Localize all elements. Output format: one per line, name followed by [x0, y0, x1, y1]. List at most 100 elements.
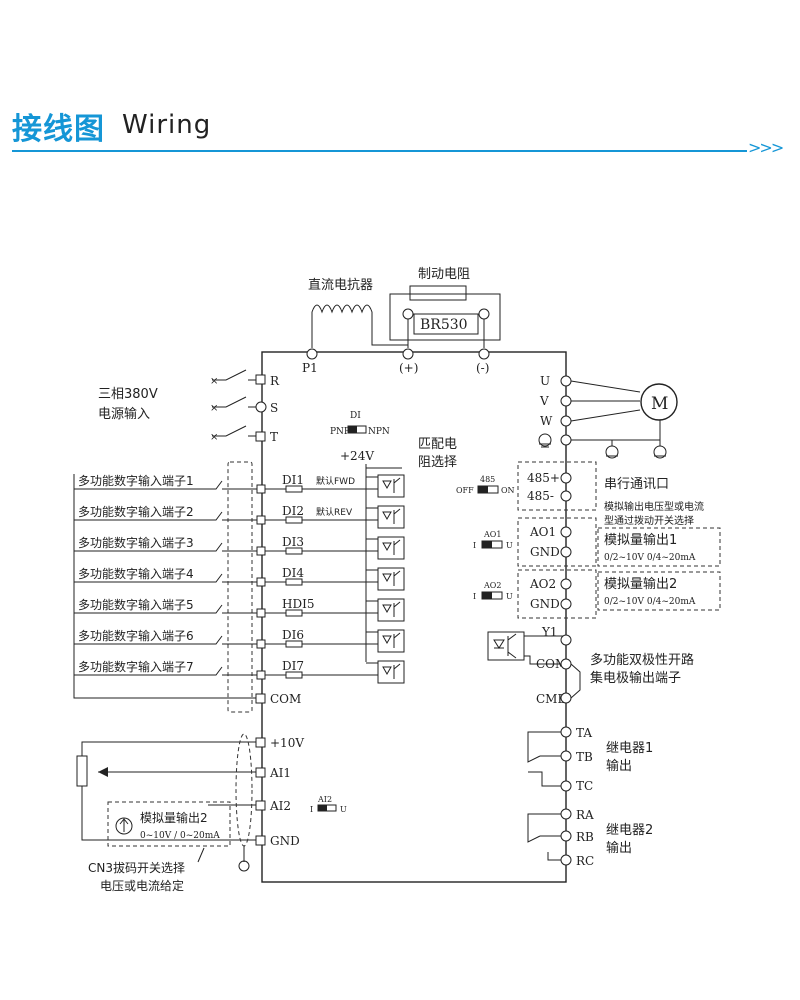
ao1-box	[517, 517, 597, 567]
label-p1: P1	[302, 361, 318, 375]
dc-reactor-coil	[311, 304, 409, 348]
input-optocoupler-icon	[377, 505, 405, 529]
terminal-w	[560, 415, 572, 427]
y1-leads	[524, 635, 566, 665]
terminal-b2-top	[478, 308, 490, 320]
terminal-485p	[560, 472, 572, 484]
input-switch-wire	[74, 542, 223, 552]
label-485p: 485+	[527, 471, 560, 485]
input-label: 多功能数字输入端子2	[78, 504, 194, 519]
relay2-contacts	[527, 813, 566, 861]
npn-label: NPN	[368, 427, 390, 437]
terminal-input	[256, 639, 266, 649]
label-plus: (+)	[399, 361, 418, 375]
motor-leads	[570, 380, 661, 441]
label-ta: TA	[576, 726, 592, 740]
terminal-input	[256, 608, 266, 618]
di-switch-label: DI	[350, 411, 361, 421]
terminal-s	[255, 401, 267, 413]
potentiometer-icon	[76, 755, 88, 787]
label-485m: 485-	[527, 489, 554, 503]
ao2-switch-label: AO2	[483, 581, 501, 590]
shield-ground-icon	[238, 860, 250, 872]
input-default-note: 默认FWD	[316, 475, 355, 487]
input-label: 多功能数字输入端子1	[78, 473, 194, 488]
label-r: R	[270, 374, 280, 388]
terminal-gnd1	[560, 546, 572, 558]
terminal-10v	[255, 737, 266, 748]
x-mark-s: ×	[210, 403, 218, 414]
terminal-cme	[560, 692, 572, 704]
terminal-v	[560, 395, 572, 407]
motor-label: M	[651, 394, 668, 414]
label-s: S	[270, 401, 278, 415]
label-com-left: COM	[270, 692, 301, 706]
common-return	[73, 474, 258, 699]
cn3-pointer	[197, 847, 205, 863]
input-terminal-label: DI2	[282, 504, 304, 518]
input-label: 多功能数字输入端子5	[78, 597, 194, 612]
ao1-title-box	[597, 527, 721, 567]
relay2-label-2: 输出	[606, 840, 632, 856]
cn3-label-1: CN3拔码开关选择	[88, 860, 185, 875]
analog-shield	[235, 733, 253, 847]
s485-label: 485	[480, 475, 495, 484]
terminal-tc	[560, 780, 572, 792]
terminal-com-right	[560, 658, 572, 670]
terminal-gnd-left	[255, 835, 266, 846]
com-cme-jumper	[570, 663, 581, 699]
brake-model-box	[413, 313, 479, 335]
brake-resistor-label: 制动电阻	[418, 267, 470, 282]
s485-off: OFF	[456, 486, 474, 495]
x-mark-t: ×	[210, 432, 218, 443]
ao1-switch-u: U	[506, 541, 513, 550]
terminal-ta	[560, 726, 572, 738]
optocoupler-symbol	[493, 633, 517, 659]
input-optocoupler-icon	[377, 598, 405, 622]
power-label-2: 电源输入	[98, 406, 150, 422]
ao2-toggle-knob	[482, 592, 492, 599]
label-ao2: AO2	[529, 577, 556, 591]
input-label: 多功能数字输入端子7	[78, 659, 194, 674]
page-subtitle: Wiring	[122, 110, 212, 140]
input-terminal-label: DI4	[282, 566, 304, 580]
dc-reactor-label: 直流电抗器	[308, 278, 373, 293]
terminal-485m	[560, 490, 572, 502]
terminal-y1	[560, 634, 572, 646]
ao2-switch-u: U	[506, 592, 513, 601]
terminal-com-left	[255, 693, 266, 704]
input-terminal-label: HDI5	[282, 597, 314, 611]
input-label: 多功能数字输入端子4	[78, 566, 194, 581]
current-source-icon	[115, 817, 133, 835]
analog-source-title: 模拟量输出2	[140, 810, 208, 825]
ao2-title: 模拟量输出2	[604, 576, 677, 592]
label-minus: (-)	[476, 361, 489, 375]
label-rc: RC	[576, 854, 594, 868]
oc-label-1: 多功能双极性开路	[590, 652, 694, 668]
brake-resistor-element	[409, 285, 467, 301]
ao1-title: 模拟量输出1	[604, 532, 677, 548]
ai2-switch-u: U	[340, 805, 347, 814]
ao2-range: 0/2~10V 0/4~20mA	[604, 597, 696, 607]
terminal-ai1	[255, 767, 266, 778]
cn3-label-2: 电压或电流给定	[100, 878, 184, 893]
terminal-input	[256, 515, 266, 525]
terminal-ao1	[560, 526, 572, 538]
input-optocoupler-symbol	[382, 508, 401, 524]
terminal-ao2	[560, 578, 572, 590]
label-ai1: AI1	[269, 766, 291, 780]
label-gnd1: GND	[530, 545, 560, 559]
ao-note-1: 模拟输出电压型或电流	[604, 500, 704, 513]
terminal-pe	[560, 434, 572, 446]
label-tc: TC	[576, 779, 593, 793]
input-optocoupler-icon	[377, 536, 405, 560]
label-ra: RA	[576, 808, 594, 822]
terminal-input	[256, 670, 266, 680]
input-terminal-label: DI3	[282, 535, 304, 549]
plus24v-label: +24V	[340, 449, 374, 463]
ao1-switch-label: AO1	[483, 530, 501, 539]
match-resistor-label-1: 匹配电	[418, 437, 457, 452]
input-optocoupler-icon	[377, 660, 405, 684]
terminal-input	[256, 484, 266, 494]
brake-leads	[407, 319, 485, 348]
